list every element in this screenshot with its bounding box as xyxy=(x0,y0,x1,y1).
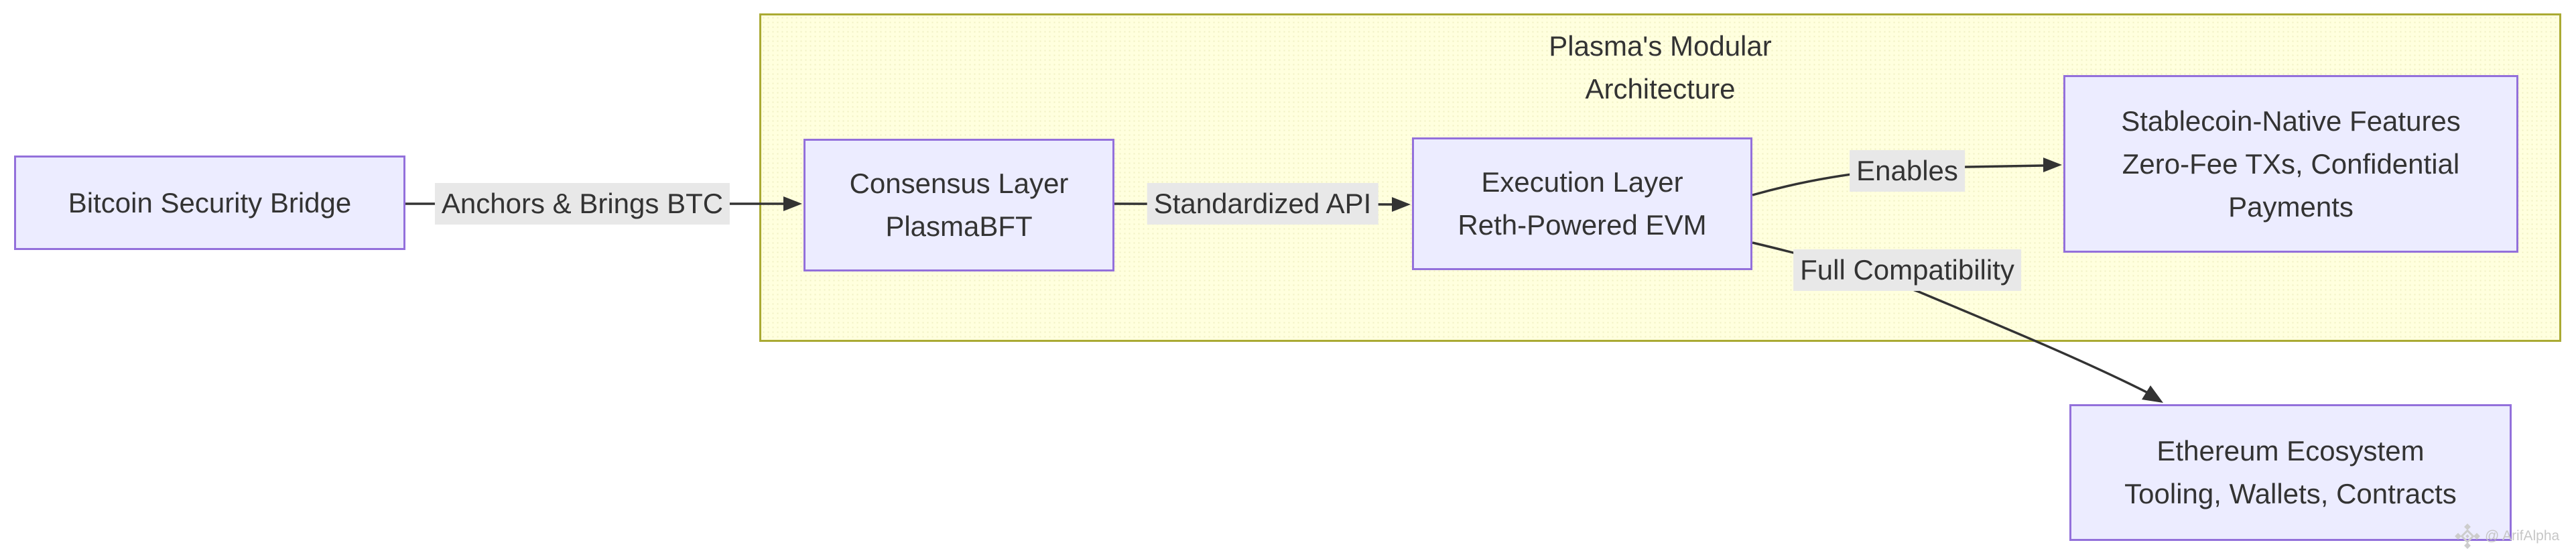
arrowhead-anchors-icon xyxy=(783,196,802,211)
watermark: @ ArifAlpha xyxy=(2454,521,2559,551)
edge-label-full-compatibility: Full Compatibility xyxy=(1793,249,2021,291)
node-stablecoin-line-3: Payments xyxy=(2228,190,2354,223)
node-ethereum-line-1: Ethereum Ecosystem xyxy=(2156,435,2425,467)
node-ethereum-ecosystem: Ethereum Ecosystem Tooling, Wallets, Con… xyxy=(2069,404,2512,541)
node-consensus-line-1: Consensus Layer xyxy=(849,168,1069,199)
node-consensus-line-2: PlasmaBFT xyxy=(885,210,1033,242)
binance-diamond-logo-icon xyxy=(2455,523,2480,549)
cluster-title-line-1: Plasma's Modular xyxy=(1549,30,1772,62)
cluster-title-line-2: Architecture xyxy=(1585,73,1736,105)
arrowhead-enables-icon xyxy=(2043,158,2062,172)
node-bitcoin-security-bridge: Bitcoin Security Bridge xyxy=(14,156,405,250)
node-execution-line-1: Execution Layer xyxy=(1481,166,1683,198)
arrowhead-full-compatibility-icon xyxy=(2142,385,2163,403)
cluster-title: Plasma's Modular Architecture xyxy=(761,25,2559,111)
edge-label-enables: Enables xyxy=(1850,150,1965,192)
node-stablecoin-features: Stablecoin-Native Features Zero-Fee TXs,… xyxy=(2063,75,2518,253)
node-stablecoin-line-1: Stablecoin-Native Features xyxy=(2121,105,2461,137)
node-ethereum-line-2: Tooling, Wallets, Contracts xyxy=(2124,478,2457,509)
node-execution-line-2: Reth-Powered EVM xyxy=(1458,209,1707,241)
arrowhead-standardized-api-icon xyxy=(1392,197,1411,212)
watermark-text: @ ArifAlpha xyxy=(2485,528,2560,544)
node-stablecoin-line-2: Zero-Fee TXs, Confidential xyxy=(2122,147,2460,180)
edge-label-anchors-brings-btc: Anchors & Brings BTC xyxy=(434,183,730,225)
node-execution-layer: Execution Layer Reth-Powered EVM xyxy=(1412,137,1752,270)
node-bitcoin-line-1: Bitcoin Security Bridge xyxy=(68,186,352,219)
edge-label-standardized-api: Standardized API xyxy=(1147,183,1378,225)
node-consensus-layer: Consensus Layer PlasmaBFT xyxy=(803,139,1114,271)
